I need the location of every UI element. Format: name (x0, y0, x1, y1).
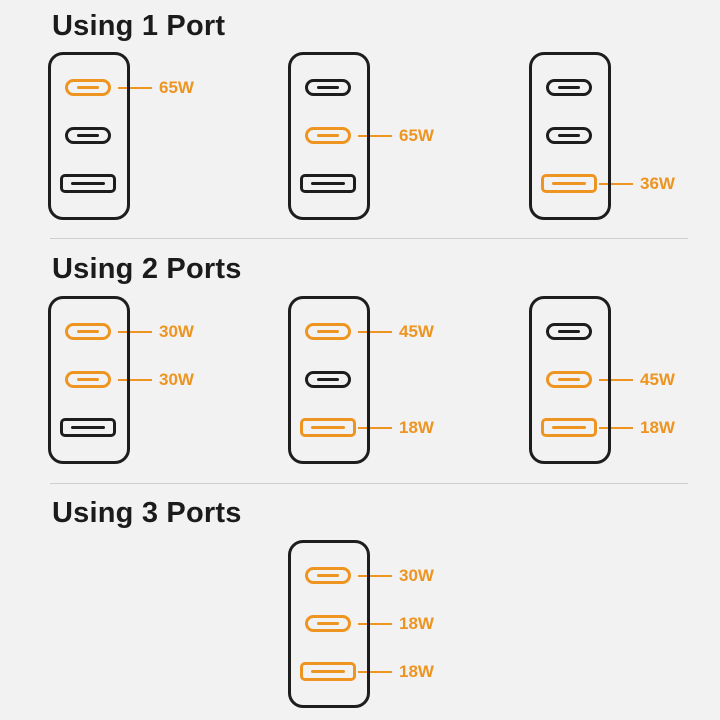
section-title-using-3-ports: Using 3 Ports (52, 497, 242, 529)
charger-body-outline (529, 52, 611, 220)
usb-c-port (305, 79, 351, 96)
wattage-leader-line (358, 671, 392, 673)
charger-diagram: 36W (529, 52, 720, 220)
section-divider (50, 483, 688, 484)
port-pin (558, 134, 580, 137)
port-wattage-label: 36W (640, 174, 675, 193)
port-wattage-label: 65W (399, 126, 434, 145)
usb-c-port-active (305, 127, 351, 144)
port-pin (311, 670, 345, 673)
port-pin (317, 330, 339, 333)
port-pin (558, 330, 580, 333)
wattage-leader-line (358, 575, 392, 577)
charger-diagram: 45W 18W (288, 296, 502, 464)
port-pin (317, 378, 339, 381)
port-pin (311, 426, 345, 429)
port-pin (317, 86, 339, 89)
wattage-leader-line (358, 427, 392, 429)
wattage-leader-line (599, 379, 633, 381)
section-title-using-1-port: Using 1 Port (52, 10, 226, 42)
port-wattage-label: 45W (640, 370, 675, 389)
usb-a-port-active (300, 662, 356, 681)
port-wattage-label: 18W (399, 418, 434, 437)
port-pin (77, 330, 99, 333)
port-pin (317, 134, 339, 137)
usb-c-port-active (546, 371, 592, 388)
usb-c-port (305, 371, 351, 388)
charger-diagram: 30W 30W (48, 296, 262, 464)
port-wattage-label: 30W (399, 566, 434, 585)
wattage-leader-line (118, 331, 152, 333)
usb-c-port (546, 79, 592, 96)
port-pin (552, 426, 586, 429)
port-pin (71, 182, 105, 185)
charger-diagram: 30W 18W 18W (288, 540, 502, 708)
wattage-leader-line (118, 87, 152, 89)
port-pin (558, 86, 580, 89)
charger-body-outline (288, 296, 370, 464)
usb-a-port (60, 174, 116, 193)
port-wattage-label: 45W (399, 322, 434, 341)
port-pin (317, 574, 339, 577)
usb-a-port-active (541, 174, 597, 193)
port-wattage-label: 65W (159, 78, 194, 97)
section-title-using-2-ports: Using 2 Ports (52, 253, 242, 285)
charger-body-outline (288, 52, 370, 220)
port-pin (77, 86, 99, 89)
wattage-leader-line (118, 379, 152, 381)
charger-diagram: 65W (288, 52, 502, 220)
charger-body-outline (529, 296, 611, 464)
section-divider (50, 238, 688, 239)
port-wattage-label: 30W (159, 322, 194, 341)
usb-c-port (65, 127, 111, 144)
usb-c-port-active (305, 615, 351, 632)
usb-c-port-active (65, 79, 111, 96)
port-pin (71, 426, 105, 429)
port-pin (552, 182, 586, 185)
port-wattage-label: 18W (399, 614, 434, 633)
usb-c-port (546, 323, 592, 340)
charger-body-outline (48, 296, 130, 464)
usb-a-port-active (300, 418, 356, 437)
usb-c-port-active (65, 371, 111, 388)
port-pin (311, 182, 345, 185)
usb-c-port-active (305, 323, 351, 340)
port-wattage-label: 30W (159, 370, 194, 389)
port-pin (317, 622, 339, 625)
charger-diagram: 45W 18W (529, 296, 720, 464)
usb-c-port (546, 127, 592, 144)
port-pin (77, 134, 99, 137)
wattage-leader-line (599, 183, 633, 185)
charger-body-outline (48, 52, 130, 220)
port-pin (77, 378, 99, 381)
usb-c-port-active (305, 567, 351, 584)
usb-c-port-active (65, 323, 111, 340)
wattage-leader-line (358, 331, 392, 333)
wattage-leader-line (599, 427, 633, 429)
port-wattage-label: 18W (640, 418, 675, 437)
usb-a-port (60, 418, 116, 437)
wattage-leader-line (358, 135, 392, 137)
port-wattage-label: 18W (399, 662, 434, 681)
port-pin (558, 378, 580, 381)
usb-a-port-active (541, 418, 597, 437)
charger-body-outline (288, 540, 370, 708)
wattage-leader-line (358, 623, 392, 625)
usb-a-port (300, 174, 356, 193)
charger-diagram: 65W (48, 52, 262, 220)
